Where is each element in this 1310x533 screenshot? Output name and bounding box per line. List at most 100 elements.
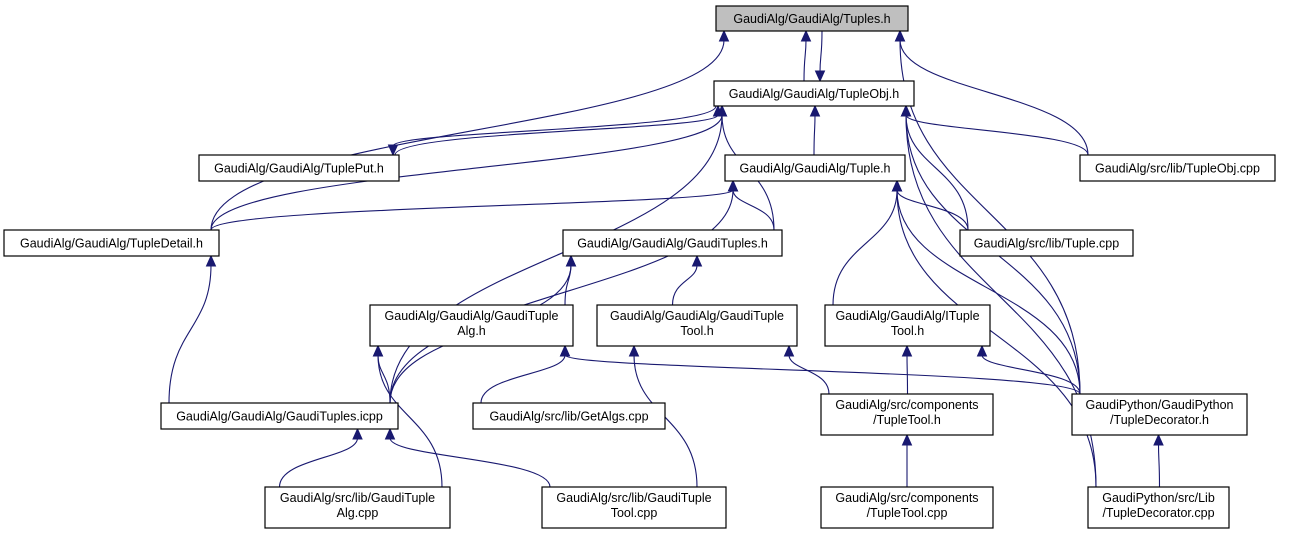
node-label: Tool.h <box>891 324 924 338</box>
arrowhead <box>727 179 739 192</box>
node-label: /TupleDecorator.cpp <box>1102 506 1214 520</box>
node-label: GaudiAlg/GaudiAlg/ITuple <box>835 309 979 323</box>
node-box <box>1071 393 1248 436</box>
edge-gauditupletool_cpp-to-gaudituples_icpp <box>384 427 551 488</box>
node-tupleobj_h[interactable]: GaudiAlg/GaudiAlg/TupleObj.h <box>713 80 915 107</box>
node-box <box>959 229 1134 257</box>
edge-tupledecorator_h-to-ituppletool_h <box>976 344 1081 395</box>
edge-tupleobj_h-to-tupleput_h <box>387 105 717 157</box>
edge-tupledecorator_h-to-tuple_h <box>891 179 1081 395</box>
node-gaudituples_icpp[interactable]: GaudiAlg/GaudiAlg/GaudiTuples.icpp <box>160 402 399 430</box>
edge-ituppletool_h-to-tuple_h <box>832 179 903 306</box>
arrowhead <box>900 104 912 117</box>
arrowhead <box>716 104 728 117</box>
node-label: GaudiAlg/GaudiAlg/GaudiTuples.h <box>577 237 768 251</box>
node-comp_tupletool_h[interactable]: GaudiAlg/src/components/TupleTool.h <box>820 393 994 436</box>
node-label: GaudiAlg/GaudiAlg/TuplePut.h <box>214 162 384 176</box>
arrowhead <box>628 344 640 357</box>
node-label: GaudiAlg/GaudiAlg/TupleObj.h <box>729 87 900 101</box>
arrowhead <box>901 344 913 357</box>
node-box <box>541 486 727 529</box>
node-label: Alg.h <box>457 324 486 338</box>
node-box <box>715 5 909 32</box>
node-label: GaudiAlg/GaudiAlg/TupleDetail.h <box>20 237 203 251</box>
node-tupledecorator_h[interactable]: GaudiPython/GaudiPython/TupleDecorator.h <box>1071 393 1248 436</box>
edge-gauditupletool_h-to-gaudituples_h <box>671 254 703 306</box>
arrowhead <box>891 179 903 192</box>
arrowhead <box>691 254 703 267</box>
node-label: Tool.cpp <box>611 506 658 520</box>
node-label: GaudiAlg/GaudiAlg/GaudiTuples.icpp <box>176 410 383 424</box>
node-tuple_cpp[interactable]: GaudiAlg/src/lib/Tuple.cpp <box>959 229 1134 257</box>
arrowhead <box>205 254 217 267</box>
node-box <box>596 304 798 347</box>
node-box <box>3 229 220 257</box>
node-getalgs_cpp[interactable]: GaudiAlg/src/lib/GetAlgs.cpp <box>472 402 666 430</box>
edge-gaudituples_h-to-tuple_h <box>727 179 775 231</box>
node-tuple_h[interactable]: GaudiAlg/GaudiAlg/Tuple.h <box>724 154 906 182</box>
edge-getalgs_cpp-to-gaudituplealg_h <box>480 344 571 404</box>
node-box <box>1087 486 1230 529</box>
node-label: GaudiAlg/src/components <box>835 491 978 505</box>
node-label: GaudiPython/GaudiPython <box>1085 398 1233 412</box>
node-tuples_h[interactable]: GaudiAlg/GaudiAlg/Tuples.h <box>715 5 909 32</box>
arrowhead <box>352 427 363 440</box>
node-label: /TupleTool.cpp <box>867 506 948 520</box>
edge-tupledecorator_cpp-to-tupledecorator_h <box>1153 433 1164 488</box>
edge-comp_tupletool_cpp-to-comp_tupletool_h <box>901 433 913 488</box>
node-label: GaudiAlg/GaudiAlg/Tuple.h <box>739 162 890 176</box>
node-tupledetail_h[interactable]: GaudiAlg/GaudiAlg/TupleDetail.h <box>3 229 220 257</box>
node-box <box>820 486 994 529</box>
arrowhead <box>559 344 571 357</box>
node-label: GaudiAlg/src/lib/GaudiTuple <box>556 491 711 505</box>
node-box <box>264 486 451 529</box>
edge-gaudituples_icpp-to-tupledetail_h <box>168 254 217 404</box>
edge-tupleput_h-to-tupleobj_h <box>394 104 724 156</box>
edge-gaudituplealg_cpp-to-gaudituples_icpp <box>278 427 363 488</box>
node-comp_tupletool_cpp[interactable]: GaudiAlg/src/components/TupleTool.cpp <box>820 486 994 529</box>
node-label: GaudiAlg/src/lib/TupleObj.cpp <box>1095 162 1260 176</box>
arrowhead <box>783 344 795 357</box>
arrowhead <box>976 344 988 357</box>
edge-comp_tupletool_h-to-gauditupletool_h <box>783 344 830 395</box>
node-label: GaudiAlg/src/lib/Tuple.cpp <box>974 237 1119 251</box>
node-label: /TupleDecorator.h <box>1110 413 1209 427</box>
arrowhead <box>901 433 913 446</box>
edge-comp_tupletool_h-to-ituppletool_h <box>901 344 913 395</box>
node-tupleobj_cpp[interactable]: GaudiAlg/src/lib/TupleObj.cpp <box>1079 154 1276 182</box>
edge-tupledecorator_h-to-gaudituplealg_h <box>559 344 1081 395</box>
arrowhead <box>565 254 577 267</box>
arrowhead <box>384 427 396 440</box>
edge-tupledetail_h-to-tuples_h <box>210 29 730 231</box>
arrowhead <box>809 104 821 117</box>
node-box <box>562 229 783 257</box>
node-box <box>160 402 399 430</box>
node-box <box>724 154 906 182</box>
node-tupleput_h[interactable]: GaudiAlg/GaudiAlg/TuplePut.h <box>198 154 400 182</box>
arrowhead <box>894 29 906 42</box>
node-box <box>369 304 574 347</box>
edge-tupleobj_h-to-tuples_h <box>800 29 812 82</box>
edge-tupleobj_cpp-to-tupleobj_h <box>900 104 1089 156</box>
node-label: Alg.cpp <box>337 506 379 520</box>
node-box <box>820 393 994 436</box>
node-label: GaudiAlg/GaudiAlg/GaudiTuple <box>385 309 559 323</box>
arrowhead <box>800 29 812 42</box>
node-gaudituples_h[interactable]: GaudiAlg/GaudiAlg/GaudiTuples.h <box>562 229 783 257</box>
arrowhead <box>814 70 826 83</box>
node-tupledecorator_cpp[interactable]: GaudiPython/src/Lib/TupleDecorator.cpp <box>1087 486 1230 529</box>
edge-gaudituplealg_h-to-gaudituples_h <box>564 254 577 306</box>
arrowhead <box>387 144 399 157</box>
node-label: GaudiAlg/src/components <box>835 398 978 412</box>
node-label: GaudiAlg/GaudiAlg/GaudiTuple <box>610 309 784 323</box>
edge-tuple_cpp-to-tuple_h <box>891 179 969 231</box>
node-box <box>713 80 915 107</box>
node-box <box>472 402 666 430</box>
node-label: GaudiAlg/GaudiAlg/Tuples.h <box>733 12 890 26</box>
